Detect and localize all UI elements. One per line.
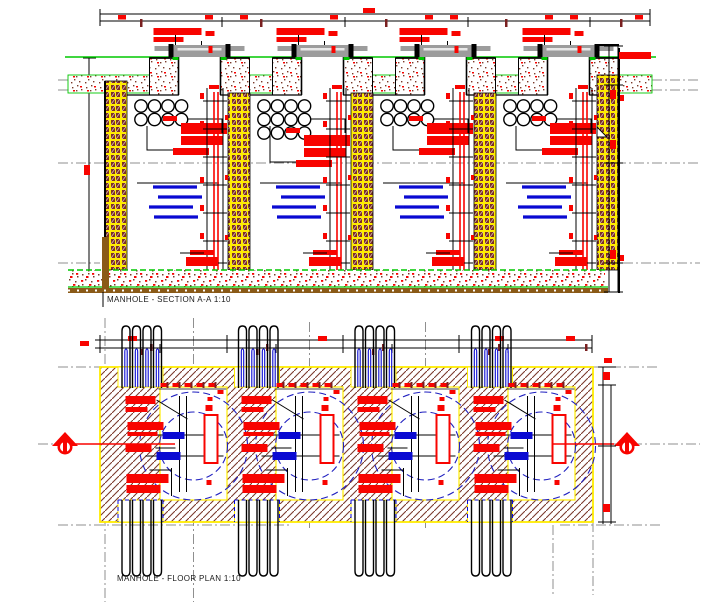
manhole-neck bbox=[149, 57, 250, 96]
cover-annotation-label bbox=[153, 28, 215, 45]
water-level-lines bbox=[395, 185, 448, 219]
plan-chamber bbox=[357, 382, 481, 501]
stirrup-group-top bbox=[237, 325, 279, 388]
rebar-section-circles bbox=[257, 99, 312, 140]
plan-title: MANHOLE - FLOOR PLAN 1:10 bbox=[117, 574, 241, 583]
stirrup-group-top bbox=[354, 325, 396, 388]
wall-rebar-assembly bbox=[180, 85, 228, 273]
plan-view bbox=[38, 318, 700, 602]
wall-rebar-assembly bbox=[303, 85, 351, 273]
plan-annotation-labels bbox=[357, 396, 420, 496]
top-tick-row bbox=[390, 382, 459, 390]
plan-right-dimension bbox=[598, 358, 616, 524]
stirrup-group-bottom bbox=[467, 499, 513, 577]
section-title: MANHOLE - SECTION A-A 1:10 bbox=[107, 295, 231, 304]
section-cut-marker-right bbox=[553, 432, 640, 455]
plan-annotation-labels bbox=[241, 396, 304, 496]
base-slab bbox=[68, 237, 608, 293]
stirrup-group-bottom bbox=[234, 499, 280, 577]
plan-annotation-labels bbox=[473, 396, 536, 496]
stirrup-group-bottom bbox=[350, 499, 397, 577]
section-chamber bbox=[373, 94, 474, 219]
section-cut-marker-left bbox=[52, 432, 175, 455]
cover-annotation-label bbox=[399, 28, 461, 45]
section-right-annotation bbox=[619, 52, 651, 59]
wall-rebar-assembly bbox=[426, 85, 474, 273]
manhole-neck bbox=[272, 57, 373, 96]
cover-annotation-label bbox=[276, 28, 338, 45]
ladder-detail bbox=[551, 397, 567, 485]
manhole-cover bbox=[154, 44, 245, 57]
plan-chamber bbox=[473, 382, 597, 501]
ladder-detail bbox=[203, 397, 219, 485]
manhole-neck bbox=[395, 57, 496, 96]
manhole-cover bbox=[277, 44, 368, 57]
rebar-section-circles bbox=[380, 99, 435, 127]
plan-annotation-labels bbox=[125, 396, 188, 496]
rebar-section-circles bbox=[134, 99, 189, 127]
top-tick-row bbox=[274, 382, 343, 390]
top-tick-row bbox=[506, 382, 575, 390]
water-level-lines bbox=[272, 185, 325, 219]
section-view bbox=[58, 8, 700, 307]
plan-chamber bbox=[125, 382, 249, 501]
ladder-detail bbox=[319, 397, 335, 485]
ladder-detail bbox=[435, 397, 451, 485]
section-chamber bbox=[496, 94, 597, 219]
cover-annotation-label bbox=[522, 28, 584, 45]
section-right-dimension bbox=[604, 45, 624, 293]
stirrup-group-bottom bbox=[117, 499, 164, 577]
manhole-cover bbox=[400, 44, 491, 57]
chamber-annotation-labels bbox=[269, 118, 350, 167]
stirrup-group-top bbox=[470, 325, 512, 388]
rebar-section-circles bbox=[503, 99, 558, 127]
section-chamber bbox=[250, 94, 351, 219]
section-chamber bbox=[127, 94, 228, 219]
section-top-dimension bbox=[99, 8, 651, 27]
top-tick-row bbox=[158, 382, 227, 390]
stirrup-group-top bbox=[121, 325, 163, 388]
plan-chamber bbox=[241, 382, 365, 501]
wall-rebar-assembly bbox=[549, 85, 597, 273]
water-level-lines bbox=[149, 185, 202, 219]
water-level-lines bbox=[518, 185, 571, 219]
manhole-cover bbox=[523, 44, 614, 57]
